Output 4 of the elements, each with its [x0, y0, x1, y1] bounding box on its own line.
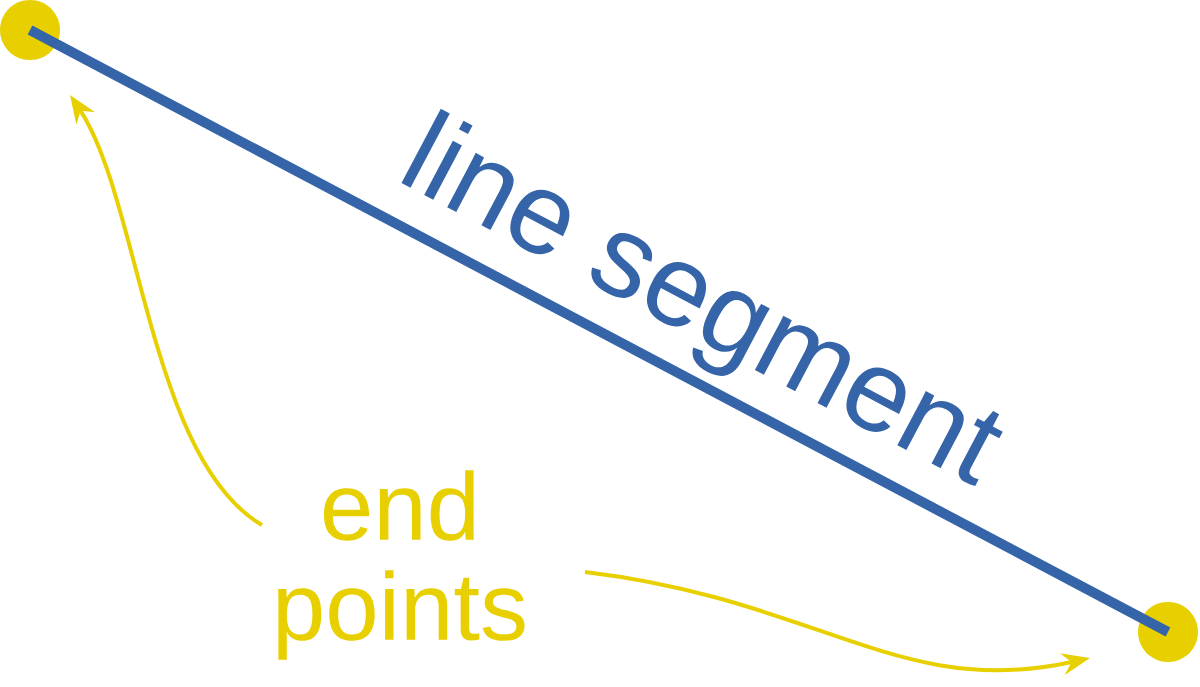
endpoint-dot — [1138, 602, 1198, 662]
endpoint-dot — [0, 0, 60, 60]
end-points-label: end points — [278, 470, 525, 660]
line-segment — [27, 25, 1171, 637]
